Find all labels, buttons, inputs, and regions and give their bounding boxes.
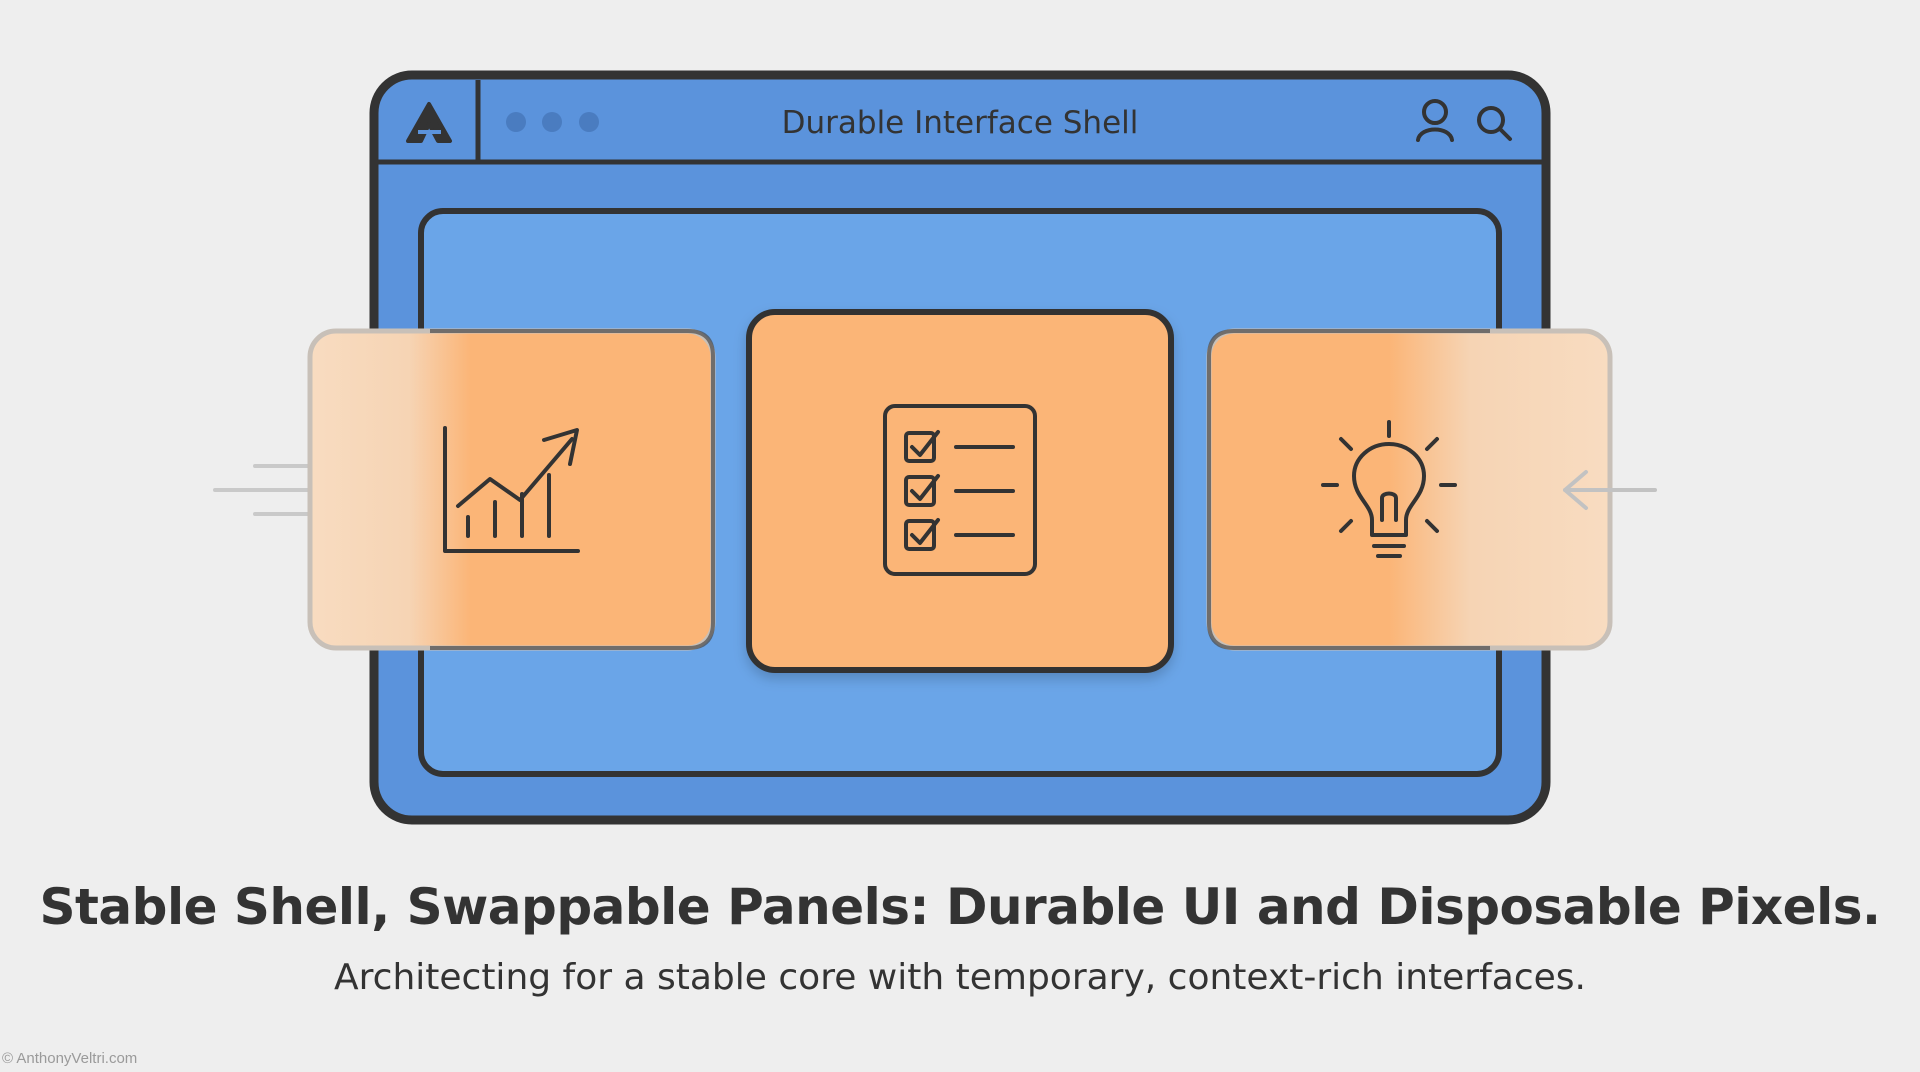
window-dots	[506, 112, 599, 132]
window-title: Durable Interface Shell	[782, 105, 1139, 141]
a-logo-icon[interactable]	[406, 102, 452, 143]
incoming-arrow-icon	[1563, 470, 1657, 510]
checklist-icon	[883, 404, 1037, 576]
user-icon[interactable]	[1416, 99, 1454, 142]
window-dot-2[interactable]	[542, 112, 562, 132]
subheadline: Architecting for a stable core with temp…	[334, 957, 1586, 998]
panel-chart[interactable]	[307, 328, 716, 651]
growth-chart-icon	[443, 426, 580, 553]
window-dot-1[interactable]	[506, 112, 526, 132]
copyright-credit: © AnthonyVeltri.com	[2, 1050, 138, 1067]
panel-lightbulb[interactable]	[1206, 328, 1613, 651]
search-icon[interactable]	[1477, 106, 1512, 141]
headline: Stable Shell, Swappable Panels: Durable …	[39, 878, 1882, 936]
window-dot-3[interactable]	[579, 112, 599, 132]
lightbulb-icon	[1321, 420, 1457, 558]
